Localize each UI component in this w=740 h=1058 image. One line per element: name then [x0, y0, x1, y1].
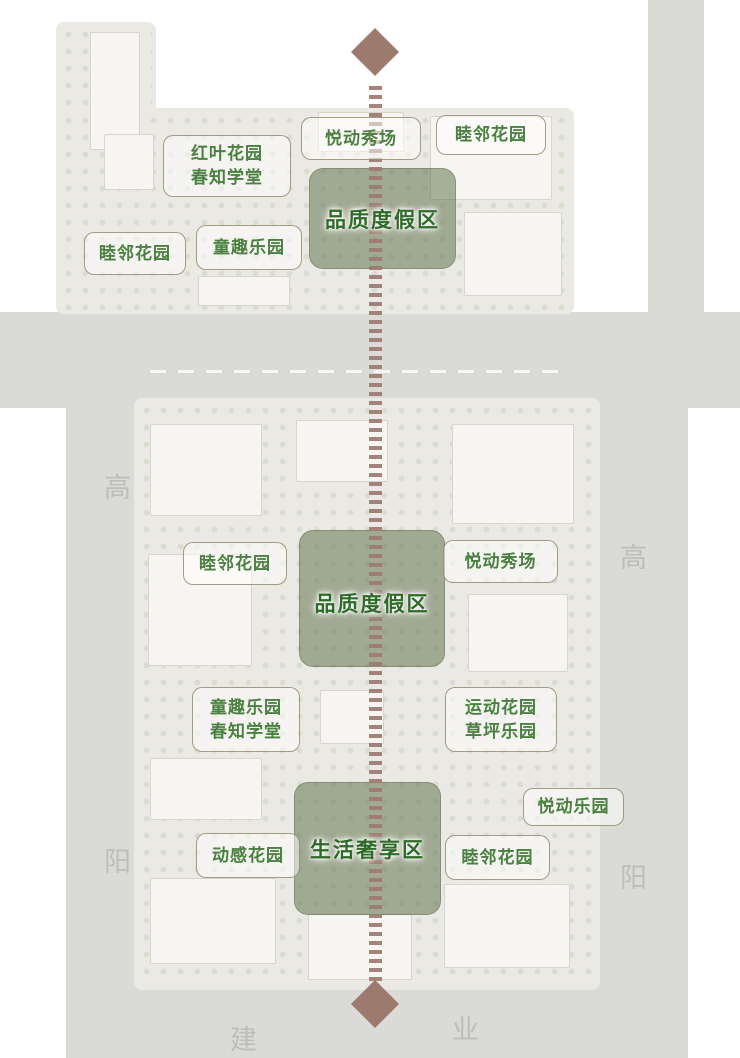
road-name-gao-left: 高	[104, 473, 131, 503]
area-label-line: 春知学堂	[210, 721, 282, 741]
area-label-joy-show-top: 悦动秀场	[301, 117, 421, 160]
building	[444, 884, 570, 968]
building	[150, 424, 262, 516]
building	[468, 594, 568, 672]
area-label-line: 悦动秀场	[325, 128, 397, 148]
area-label-line: 童趣乐园	[210, 697, 282, 717]
axis-arrow-top-icon	[350, 27, 400, 77]
area-label-neighbor-garden-mid: 睦邻花园	[183, 542, 287, 585]
road-name-ye: 业	[452, 1015, 479, 1045]
road-name-yang-right: 阳	[620, 863, 647, 893]
building	[464, 212, 562, 296]
building	[90, 32, 140, 150]
building	[104, 134, 154, 190]
building	[198, 276, 290, 306]
area-label-line: 红叶花园	[191, 144, 263, 163]
area-label-line: 睦邻花园	[99, 243, 171, 263]
area-label-sport-lawn-garden: 运动花园 草坪乐园	[445, 687, 557, 752]
area-label-line: 睦邻花园	[461, 847, 534, 867]
area-label-redleaf-garden-school: 红叶花园 春知学堂	[163, 135, 291, 197]
building	[308, 914, 412, 980]
area-label-line: 悦动秀场	[464, 551, 537, 571]
building	[150, 878, 276, 964]
area-label-line: 睦邻花园	[455, 125, 527, 144]
road-vertical-top-right	[648, 0, 704, 340]
area-label-line: 草坪乐园	[465, 721, 537, 741]
area-label-neighbor-garden-bottom: 睦邻花园	[445, 835, 550, 880]
zone-title-life-luxury: 生活奢享区	[310, 839, 425, 862]
area-label-children-fun-school: 童趣乐园 春知学堂	[192, 687, 300, 752]
area-label-line: 悦动乐园	[537, 797, 610, 816]
road-vertical-right	[598, 408, 688, 1058]
building	[452, 424, 574, 524]
area-label-neighbor-garden-topright: 睦邻花园	[436, 115, 546, 155]
road-vertical-left	[66, 408, 136, 1058]
area-label-line: 运动花园	[465, 697, 537, 717]
zone-life-luxury	[294, 782, 441, 915]
road-name-jian: 建	[230, 1025, 257, 1055]
area-label-children-fun-upper: 童趣乐园	[196, 225, 302, 270]
area-label-line: 动感花园	[212, 845, 284, 865]
area-label-joy-park: 悦动乐园	[523, 788, 624, 826]
area-label-joy-show-mid: 悦动秀场	[443, 540, 558, 583]
area-label-line: 睦邻花园	[199, 553, 271, 573]
area-label-dynamic-garden: 动感花园	[196, 833, 300, 878]
zone-quality-resort-upper	[309, 168, 456, 269]
area-label-neighbor-garden-upperleft: 睦邻花园	[84, 232, 186, 275]
zone-title-quality-resort-main: 品质度假区	[314, 593, 430, 616]
zone-title-quality-resort-upper: 品质度假区	[325, 209, 440, 232]
area-label-line: 童趣乐园	[213, 237, 285, 257]
road-name-yang-left: 阳	[104, 847, 131, 877]
road-name-gao-right: 高	[620, 543, 647, 573]
axis-dashed-line	[369, 86, 382, 986]
road-lane-marking	[150, 370, 570, 373]
area-label-line: 春知学堂	[191, 168, 263, 187]
building	[150, 758, 262, 820]
